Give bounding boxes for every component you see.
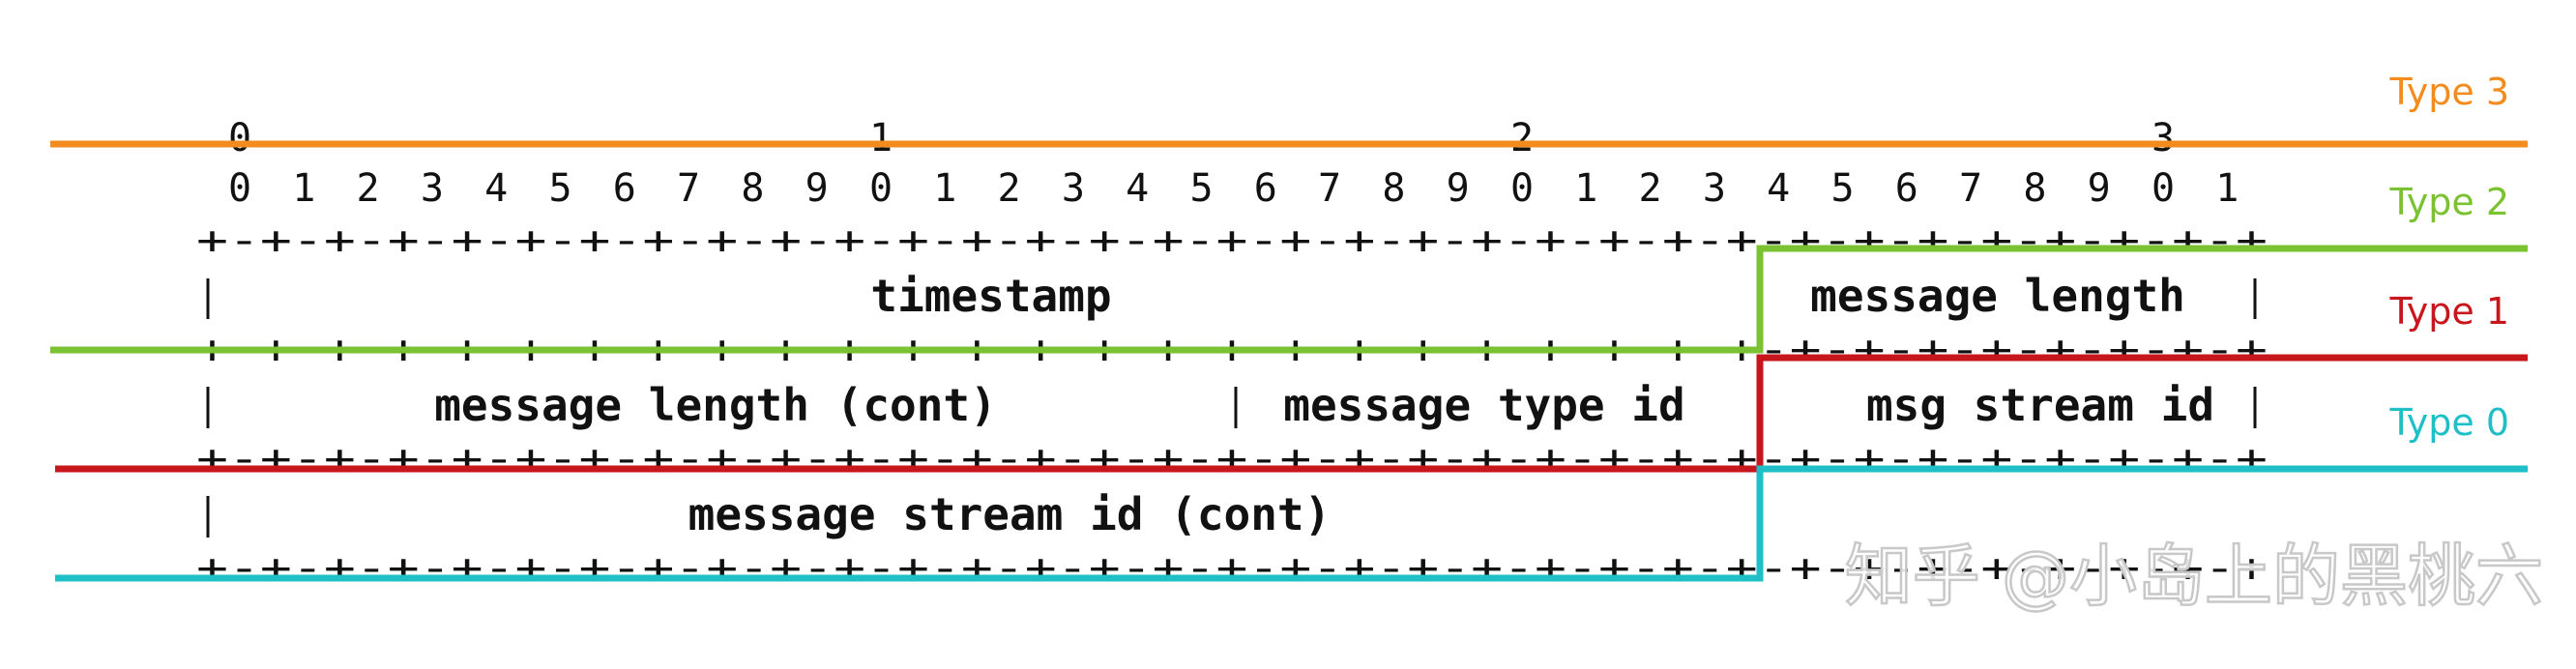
type-1-label: Type 1 xyxy=(2388,290,2509,333)
bit-digit: 3 xyxy=(1703,166,1726,211)
type-0-line xyxy=(55,465,2528,582)
field-separators xyxy=(206,278,2257,538)
bit-digit: 6 xyxy=(613,166,636,211)
field-msg-stream-id: msg stream id xyxy=(1866,379,2214,431)
bit-group-label: 2 xyxy=(1510,116,1534,160)
type-3-label: Type 3 xyxy=(2388,71,2509,113)
bit-group-label: 3 xyxy=(2152,116,2175,160)
type-0-label: Type 0 xyxy=(2388,401,2509,444)
bit-digit: 5 xyxy=(1830,166,1854,211)
bit-digit: 2 xyxy=(1639,166,1662,211)
bit-digit: 1 xyxy=(933,166,956,211)
field-message-length-cont: message length (cont) xyxy=(434,379,997,431)
bit-digit: 7 xyxy=(1318,166,1341,211)
bit-group-label: 0 xyxy=(228,116,251,160)
bit-digit: 3 xyxy=(421,166,444,211)
field-timestamp: timestamp xyxy=(870,270,1111,322)
bit-digit: 3 xyxy=(1062,166,1085,211)
bit-digit: 8 xyxy=(1382,166,1405,211)
watermark: 知乎 @小岛上的黑桃六 xyxy=(1845,537,2543,616)
bit-digit: 1 xyxy=(1574,166,1597,211)
bit-group-row: 0 1 2 3 xyxy=(228,116,2175,160)
bit-digit: 6 xyxy=(1254,166,1277,211)
bit-digit: 7 xyxy=(1959,166,1982,211)
field-message-length: message length xyxy=(1810,270,2185,322)
border-line: +-+-+-+-+-+-+-+-+-+-+-+-+-+-+-+-+-+-+-+-… xyxy=(196,218,2268,263)
bit-digit: 6 xyxy=(1895,166,1918,211)
bit-digit: 0 xyxy=(1510,166,1534,211)
bit-digit: 9 xyxy=(805,166,829,211)
bit-digit: 7 xyxy=(677,166,700,211)
bit-digit: 0 xyxy=(228,166,251,211)
bit-digit: 5 xyxy=(1189,166,1213,211)
type-labels: Type 3 Type 2 Type 1 Type 0 xyxy=(2388,71,2509,444)
bit-digit: 9 xyxy=(2088,166,2111,211)
bit-digit: 9 xyxy=(1447,166,1470,211)
bit-digit: 4 xyxy=(484,166,508,211)
bit-digit: 8 xyxy=(2023,166,2046,211)
type-2-label: Type 2 xyxy=(2388,181,2509,223)
bit-digit: 0 xyxy=(869,166,893,211)
field-labels: timestamp message length message length … xyxy=(434,270,2214,540)
type-2-line xyxy=(50,245,2528,354)
bit-digit: 2 xyxy=(998,166,1021,211)
bit-group-label: 1 xyxy=(869,116,893,160)
bit-digit: 1 xyxy=(292,166,315,211)
border-line: +-+-+-+-+-+-+-+-+-+-+-+-+-+-+-+-+-+-+-+-… xyxy=(196,437,2268,481)
bit-digit: 1 xyxy=(2215,166,2239,211)
bit-digit: 0 xyxy=(2152,166,2175,211)
type-lines xyxy=(50,140,2528,582)
bit-digit: 4 xyxy=(1767,166,1790,211)
bit-digit: 5 xyxy=(548,166,571,211)
bit-digit: 2 xyxy=(357,166,380,211)
type-1-line xyxy=(55,354,2528,473)
field-message-type-id: message type id xyxy=(1283,379,1684,431)
bit-digit: 4 xyxy=(1126,166,1149,211)
field-message-stream-id-cont: message stream id (cont) xyxy=(688,488,1332,540)
border-line: +-+-+-+-+-+-+-+-+-+-+-+-+-+-+-+-+-+-+-+-… xyxy=(196,546,2268,591)
bit-digit: 8 xyxy=(741,166,764,211)
